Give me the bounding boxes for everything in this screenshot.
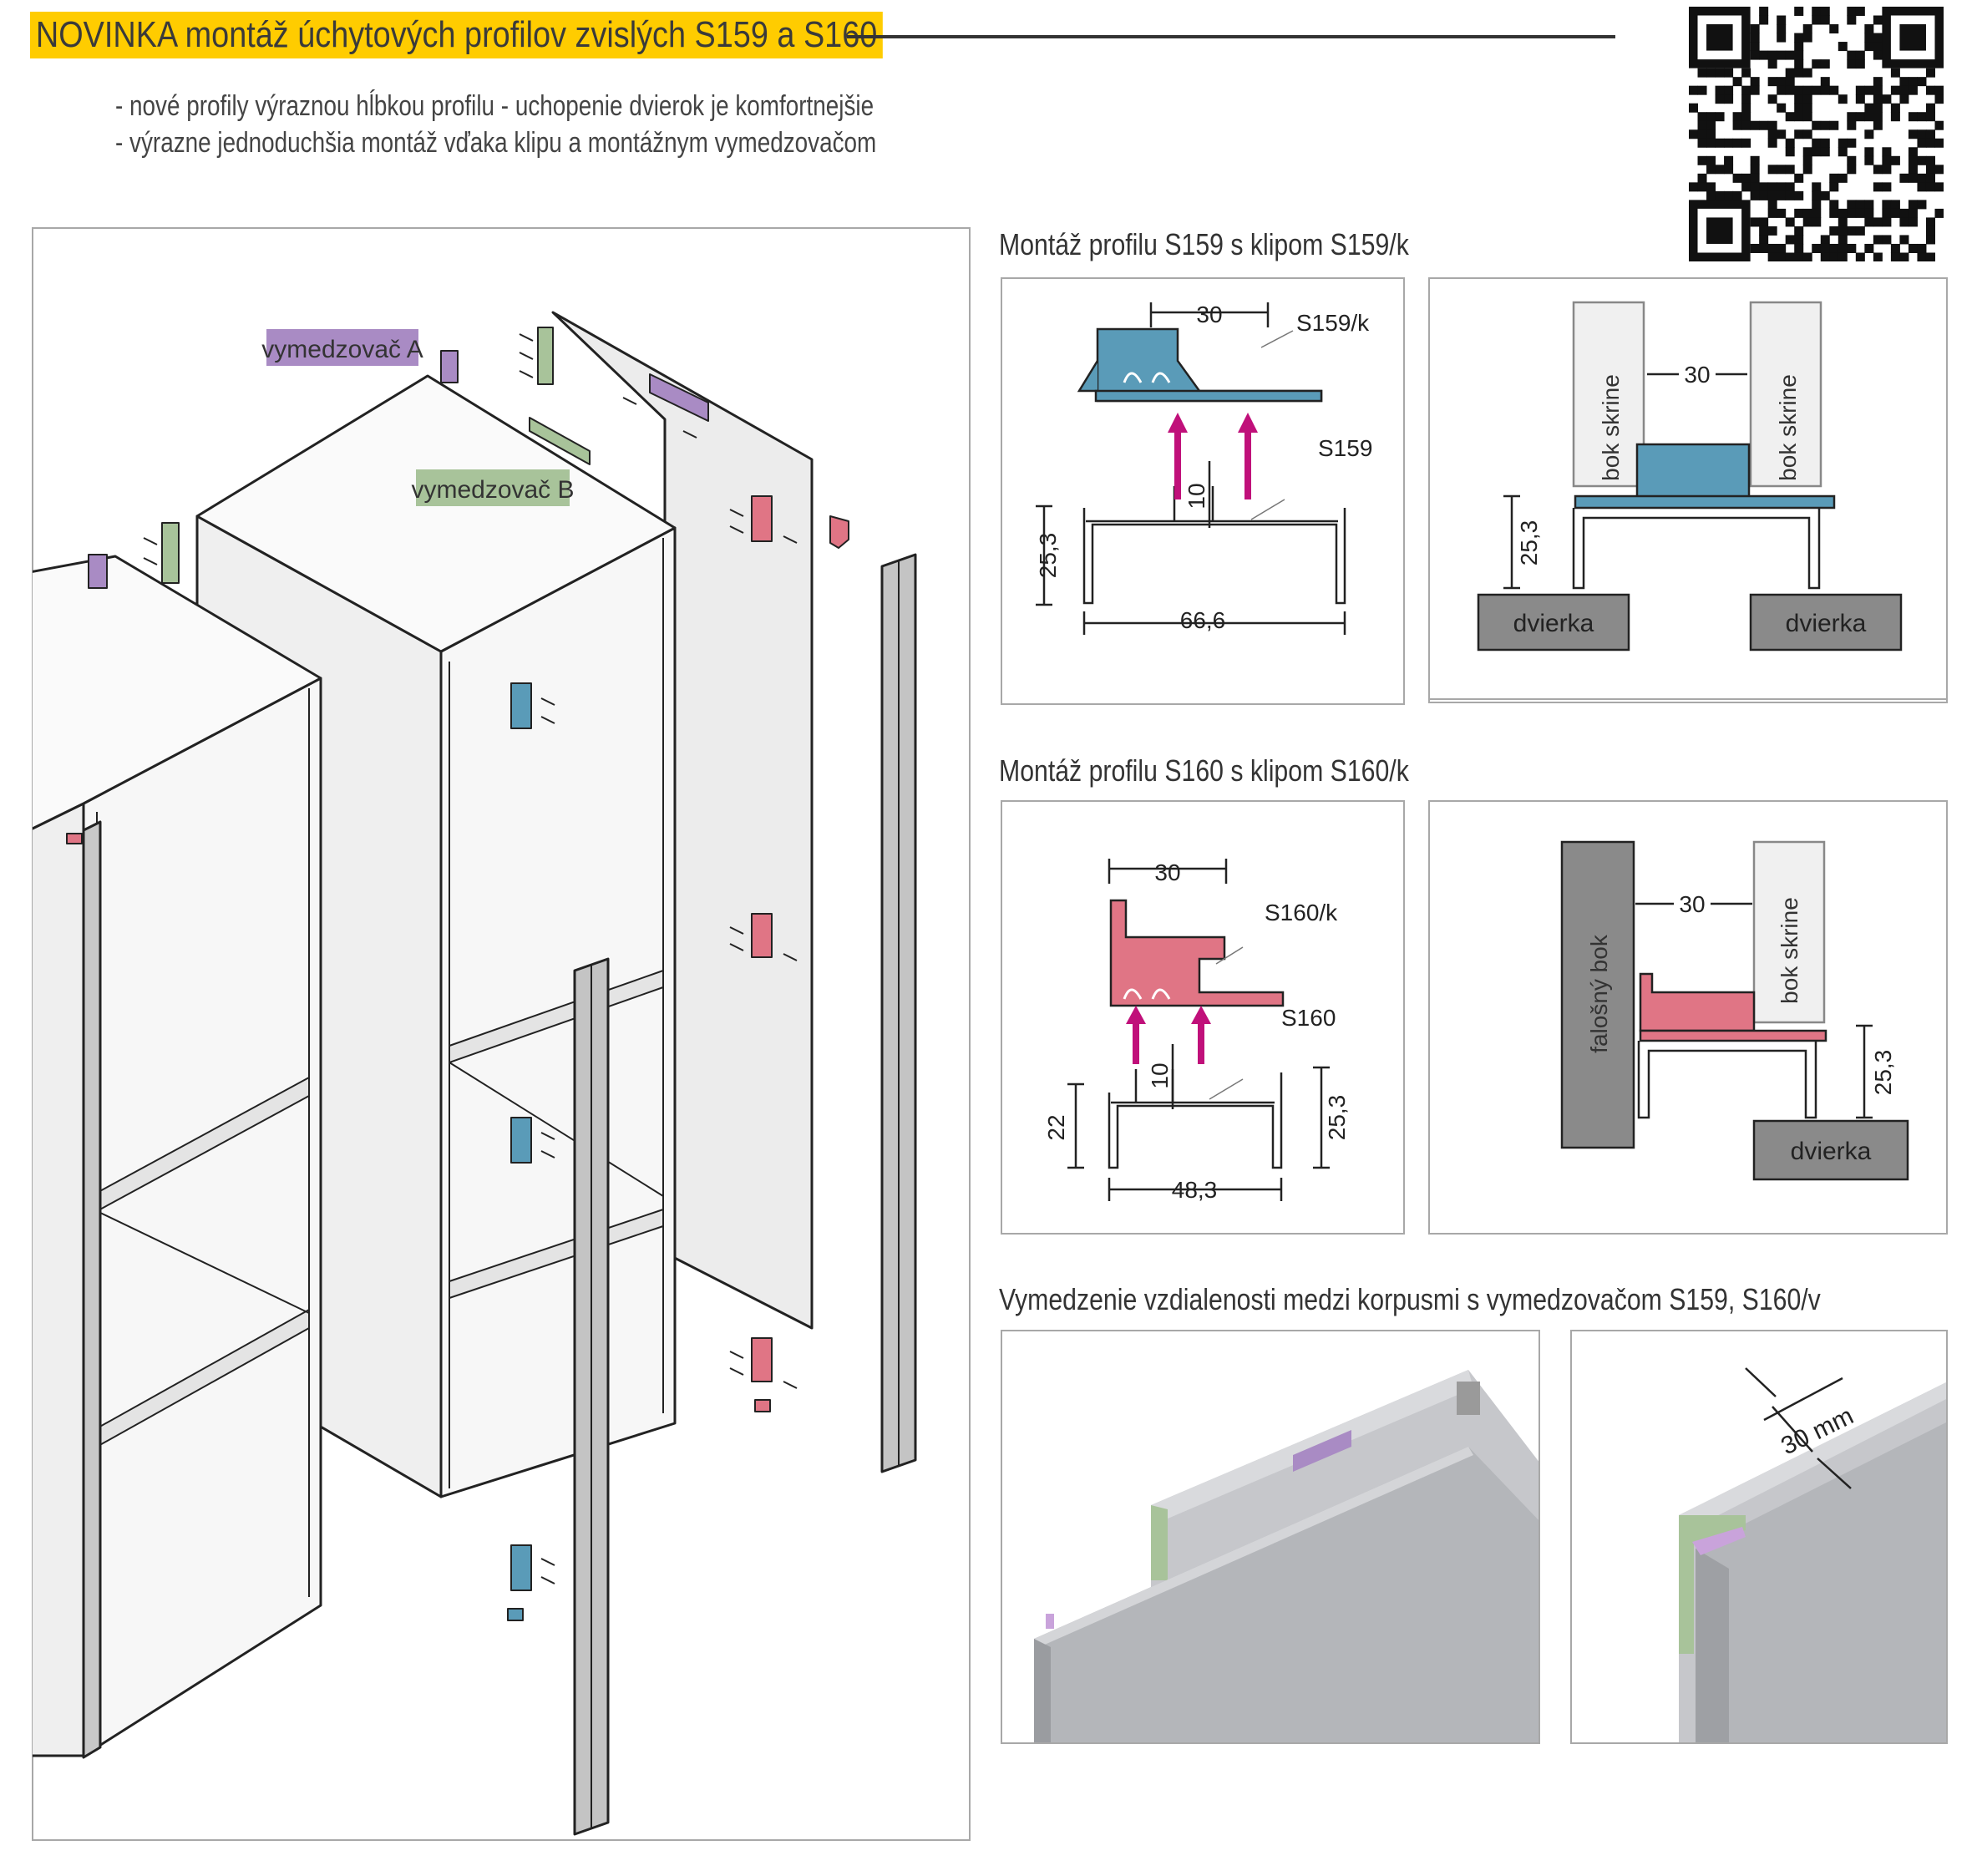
clip-blue-2 <box>510 1117 532 1164</box>
s160-profile-panel <box>1001 800 1405 1235</box>
s160-clip <box>1109 899 1285 1007</box>
s160-dim-height-left: 22 <box>1043 1114 1069 1140</box>
s159-clip-label: S159/k <box>1296 310 1370 336</box>
s160-dim-gap: 10 <box>1147 1062 1173 1088</box>
back-panel <box>551 311 814 1330</box>
s159-dim-base: 66,6 <box>1180 607 1226 633</box>
clip-blue-4 <box>507 1608 524 1621</box>
clip-pink-1 <box>751 495 773 542</box>
spacer-a-3 <box>649 373 709 422</box>
s159-mounted-dim-height: 25,3 <box>1516 520 1542 566</box>
s159-side-label-right: bok skrine <box>1775 374 1801 481</box>
s159-side-label-left: bok skrine <box>1598 374 1624 481</box>
spacing-render-left <box>1034 1370 1539 1742</box>
label-spacer-a: vymedzovač A <box>261 336 423 363</box>
s159-dim-width: 30 <box>1196 302 1222 327</box>
s159-mounted-dim-width: 30 <box>1684 362 1710 388</box>
s160-profile-drawing: 30 S160/k S160 10 22 25,3 48,3 <box>1043 859 1350 1203</box>
spacer-b-1 <box>537 327 554 385</box>
s159-profile-label: S159 <box>1318 435 1372 461</box>
s160-clip-label: S160/k <box>1265 900 1338 925</box>
s160-mounted-dim-height: 25,3 <box>1870 1050 1896 1096</box>
spacer-b-3 <box>161 522 180 584</box>
s160-profile <box>1108 1072 1283 1169</box>
bullet-1: - nové profily výraznou hĺbkou profilu -… <box>115 90 874 122</box>
heading-spacing: Vymedzenie vzdialenosti medzi korpusmi s… <box>999 1282 1821 1316</box>
middle-cabinet-top <box>195 374 677 653</box>
s160-door: dvierka <box>1791 1138 1872 1165</box>
heading-s159: Montáž profilu S159 s klipom S159/k <box>999 227 1409 261</box>
left-cabinet-front <box>33 802 85 1757</box>
s159-dim-height: 25,3 <box>1035 533 1061 579</box>
spacer-a-1 <box>440 350 459 383</box>
s160-profile-label: S160 <box>1281 1005 1336 1031</box>
bullet-2: - výrazne jednoduchšia montáž vďaka klip… <box>115 127 877 159</box>
s159-profile <box>1082 508 1346 605</box>
s160-dim-base: 48,3 <box>1172 1177 1218 1203</box>
spacing-render-right: 30 mm <box>1679 1367 1946 1742</box>
left-cabinet-side <box>82 677 322 1757</box>
s160-side-label: bok skrine <box>1777 897 1802 1004</box>
spacer-a-2 <box>88 554 108 589</box>
clip-pink-4 <box>751 1337 773 1382</box>
heading-s160: Montáž profilu S160 s klipom S160/k <box>999 753 1409 788</box>
s160-mounted-dim-width: 30 <box>1679 891 1705 917</box>
exploded-view-drawing: vymedzovač A vymedzovač B <box>33 311 917 1836</box>
s160-false-side-label: falošný bok <box>1586 934 1612 1053</box>
label-spacer-b: vymedzovač B <box>411 476 574 504</box>
s159-door-left: dvierka <box>1513 610 1594 637</box>
s159-dim-gap: 10 <box>1184 483 1209 509</box>
s159-profile-panel <box>1001 277 1405 705</box>
page-title: NOVINKA montáž úchytových profilov zvisl… <box>30 12 884 58</box>
s159-door-right: dvierka <box>1786 610 1867 637</box>
clip-blue-3 <box>510 1544 532 1591</box>
s159-mounted-drawing: bok skrine bok skrine 30 25,3 dvierka dv… <box>1428 301 1948 700</box>
s159-profile-drawing: 30 S159/k S159 10 25,3 66,6 <box>1035 302 1372 635</box>
title-rule <box>847 35 1615 38</box>
clip-pink-2 <box>829 515 849 549</box>
clip-pink-3 <box>751 913 773 958</box>
s160-mounted-drawing: falošný bok bok skrine 30 25,3 dvierka <box>1560 840 1909 1181</box>
clip-blue-1 <box>510 682 532 729</box>
qr-code[interactable] <box>1689 7 1944 261</box>
s160-dim-width: 30 <box>1154 859 1180 885</box>
profile-left <box>82 820 102 1759</box>
clip-pink-5 <box>754 1399 771 1412</box>
s160-dim-height-right: 25,3 <box>1324 1095 1350 1141</box>
spacer-b-2 <box>529 417 591 465</box>
